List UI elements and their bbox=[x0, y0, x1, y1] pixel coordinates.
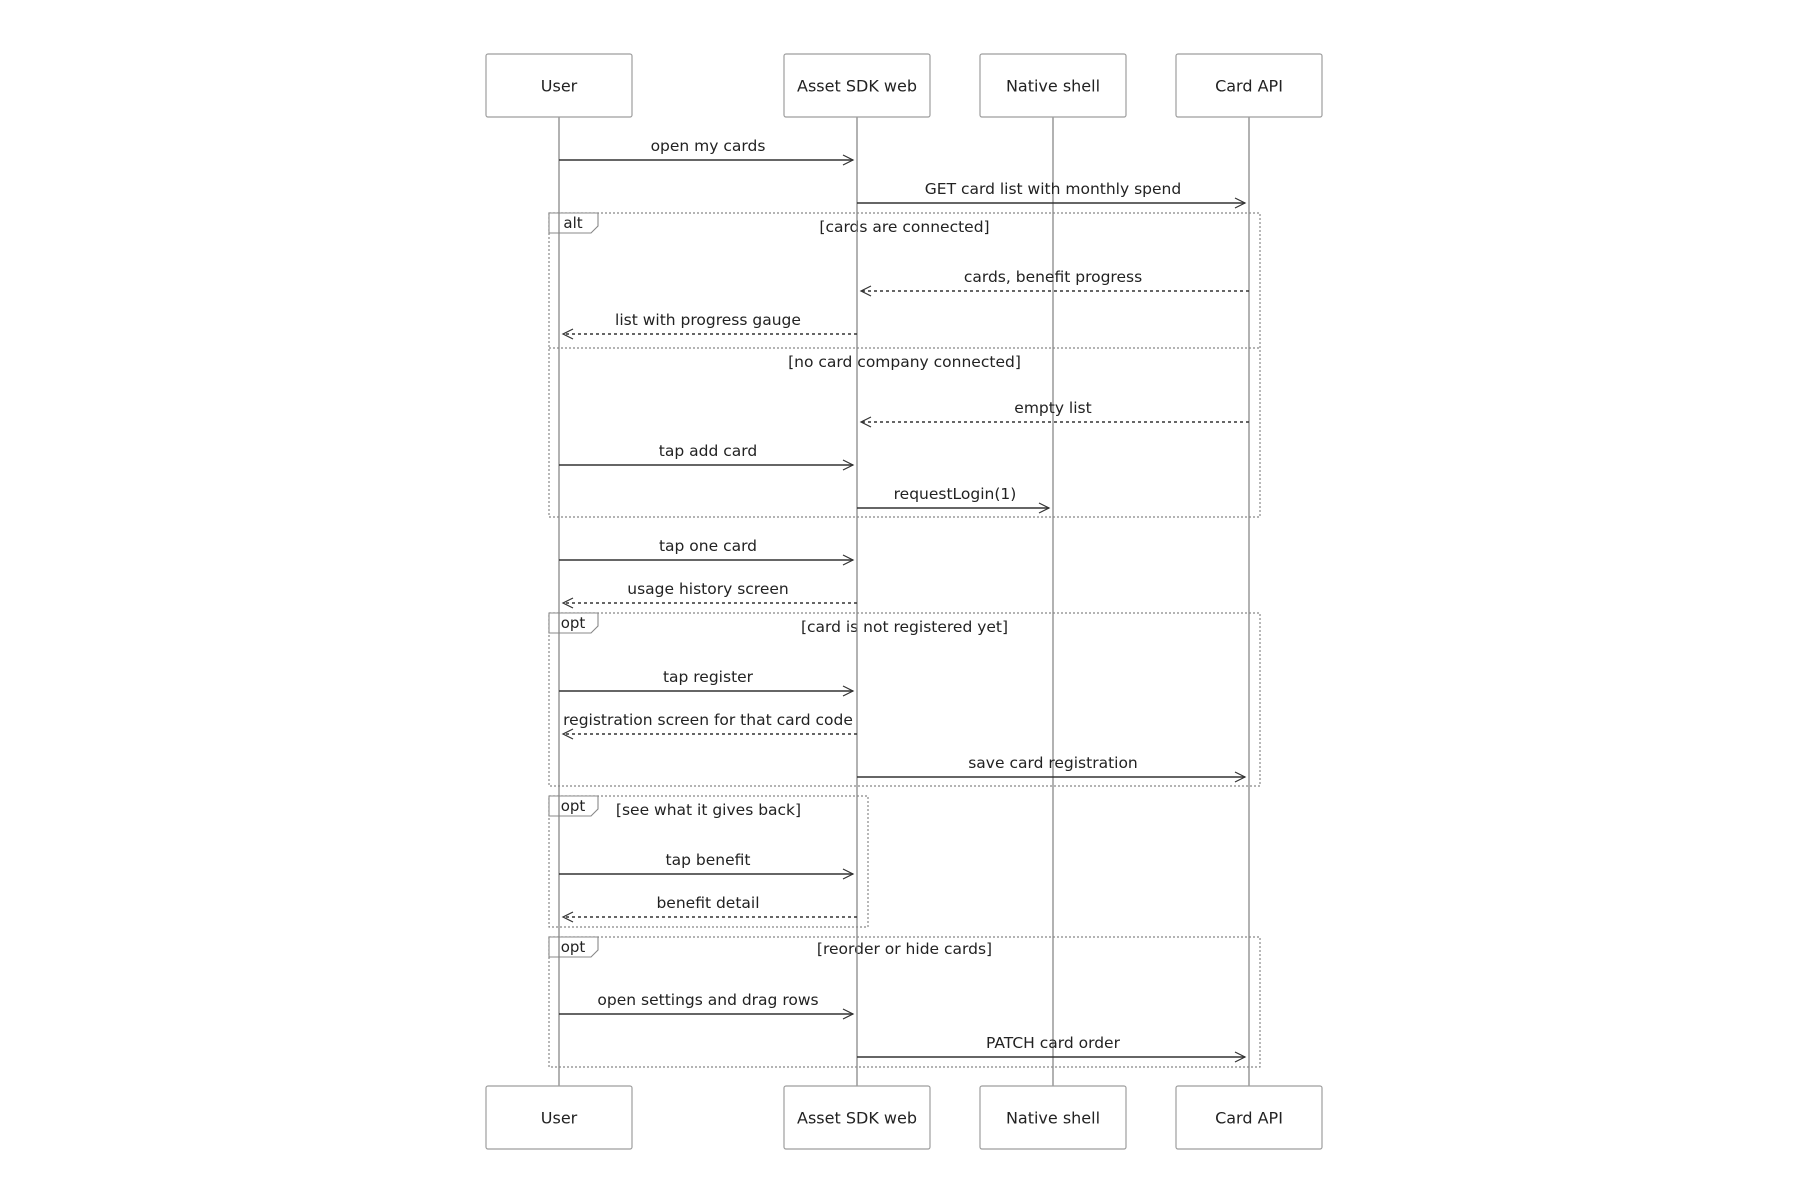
participant-box bbox=[783, 53, 931, 118]
fragment-kind-label: alt bbox=[563, 214, 582, 232]
participant-label: Card API bbox=[1215, 77, 1283, 96]
arrowhead-icon bbox=[842, 1008, 855, 1020]
fragment-alt-1: alt [cards are connected] [no card company… bbox=[548, 212, 1261, 518]
message-10: tap register bbox=[559, 668, 855, 697]
participant-box bbox=[979, 53, 1127, 118]
message-2: GET card list with monthly spend bbox=[857, 180, 1247, 209]
message-label: tap register bbox=[663, 668, 754, 686]
message-12: save card registration bbox=[857, 754, 1247, 783]
arrowhead-icon bbox=[842, 868, 855, 880]
message-11: registration screen for that card code bbox=[561, 711, 857, 740]
message-label: save card registration bbox=[968, 754, 1138, 772]
participant-box bbox=[485, 1085, 633, 1150]
message-5: empty list bbox=[859, 399, 1249, 428]
fragment-opt-2: opt [card is not registered yet] bbox=[548, 612, 1261, 787]
message-label: registration screen for that card code bbox=[563, 711, 853, 729]
arrowhead-icon bbox=[842, 554, 855, 566]
participant-label: Native shell bbox=[1006, 1109, 1100, 1128]
message-label: empty list bbox=[1014, 399, 1091, 417]
participant-bottom-sdk: Asset SDK web bbox=[783, 1085, 931, 1150]
participant-box bbox=[485, 53, 633, 118]
fragment-condition: [no card company connected] bbox=[788, 353, 1021, 371]
message-label: requestLogin(1) bbox=[894, 485, 1017, 503]
message-label: open settings and drag rows bbox=[597, 991, 818, 1009]
participant-bottom-user: User bbox=[485, 1085, 633, 1150]
fragment-condition: [reorder or hide cards] bbox=[817, 940, 992, 958]
fragment-kind-label: opt bbox=[561, 797, 586, 815]
message-13: tap benefit bbox=[559, 851, 855, 880]
fragments-layer: alt [cards are connected] [no card company… bbox=[548, 212, 1261, 1068]
message-16: PATCH card order bbox=[857, 1034, 1247, 1063]
arrowhead-icon bbox=[1038, 502, 1051, 514]
message-label: cards, benefit progress bbox=[964, 268, 1142, 286]
message-label: list with progress gauge bbox=[615, 311, 801, 329]
fragment-tag bbox=[548, 795, 599, 817]
message-label: benefit detail bbox=[656, 894, 759, 912]
fragment-condition: [see what it gives back] bbox=[616, 801, 801, 819]
message-label: PATCH card order bbox=[986, 1034, 1121, 1052]
message-3: cards, benefit progress bbox=[859, 268, 1249, 297]
fragment-tag bbox=[548, 936, 599, 958]
fragment-condition: [cards are connected] bbox=[819, 218, 989, 236]
participant-bottom-api: Card API bbox=[1175, 1085, 1323, 1150]
arrowhead-icon bbox=[561, 328, 574, 340]
fragment-tag bbox=[548, 212, 599, 234]
participant-top-native: Native shell bbox=[979, 53, 1127, 118]
participant-box bbox=[979, 1085, 1127, 1150]
participant-top-api: Card API bbox=[1175, 53, 1323, 118]
lifelines-layer bbox=[558, 117, 1250, 1086]
arrowhead-icon bbox=[1234, 1051, 1247, 1063]
message-label: tap add card bbox=[659, 442, 757, 460]
message-label: GET card list with monthly spend bbox=[925, 180, 1181, 198]
fragment-frame bbox=[548, 612, 1261, 787]
message-6: tap add card bbox=[559, 442, 855, 471]
arrowhead-icon bbox=[842, 154, 855, 166]
message-14: benefit detail bbox=[561, 894, 857, 923]
fragment-opt-3: opt [see what it gives back] bbox=[548, 795, 869, 928]
message-label: usage history screen bbox=[627, 580, 788, 598]
fragment-tag bbox=[548, 612, 599, 634]
arrowhead-icon bbox=[561, 911, 574, 923]
fragment-frame bbox=[548, 795, 869, 928]
arrowhead-icon bbox=[1234, 197, 1247, 209]
message-4: list with progress gauge bbox=[561, 311, 857, 340]
participant-label: Native shell bbox=[1006, 77, 1100, 96]
fragment-frame bbox=[548, 212, 1261, 518]
participant-label: Card API bbox=[1215, 1109, 1283, 1128]
fragment-condition: [card is not registered yet] bbox=[801, 618, 1008, 636]
fragment-opt-4: opt [reorder or hide cards] bbox=[548, 936, 1261, 1068]
participant-box bbox=[783, 1085, 931, 1150]
arrowhead-icon bbox=[842, 459, 855, 471]
message-label: tap one card bbox=[659, 537, 757, 555]
message-15: open settings and drag rows bbox=[559, 991, 855, 1020]
message-label: tap benefit bbox=[666, 851, 751, 869]
participant-box bbox=[1175, 53, 1323, 118]
message-7: requestLogin(1) bbox=[857, 485, 1051, 514]
participant-label: User bbox=[541, 1109, 578, 1128]
message-8: tap one card bbox=[559, 537, 855, 566]
participant-label: User bbox=[541, 77, 578, 96]
arrowhead-icon bbox=[842, 685, 855, 697]
participant-top-sdk: Asset SDK web bbox=[783, 53, 931, 118]
message-9: usage history screen bbox=[561, 580, 857, 609]
participant-label: Asset SDK web bbox=[797, 1109, 917, 1128]
fragment-kind-label: opt bbox=[561, 938, 586, 956]
arrowhead-icon bbox=[1234, 771, 1247, 783]
participant-bottom-native: Native shell bbox=[979, 1085, 1127, 1150]
arrowhead-icon bbox=[561, 597, 574, 609]
message-1: open my cards bbox=[559, 137, 855, 166]
arrowhead-icon bbox=[561, 728, 574, 740]
fragment-kind-label: opt bbox=[561, 614, 586, 632]
participant-label: Asset SDK web bbox=[797, 77, 917, 96]
participant-box bbox=[1175, 1085, 1323, 1150]
arrowhead-icon bbox=[859, 285, 872, 297]
message-label: open my cards bbox=[651, 137, 766, 155]
fragment-frame bbox=[548, 936, 1261, 1068]
participant-top-user: User bbox=[485, 53, 633, 118]
arrowhead-icon bbox=[859, 416, 872, 428]
